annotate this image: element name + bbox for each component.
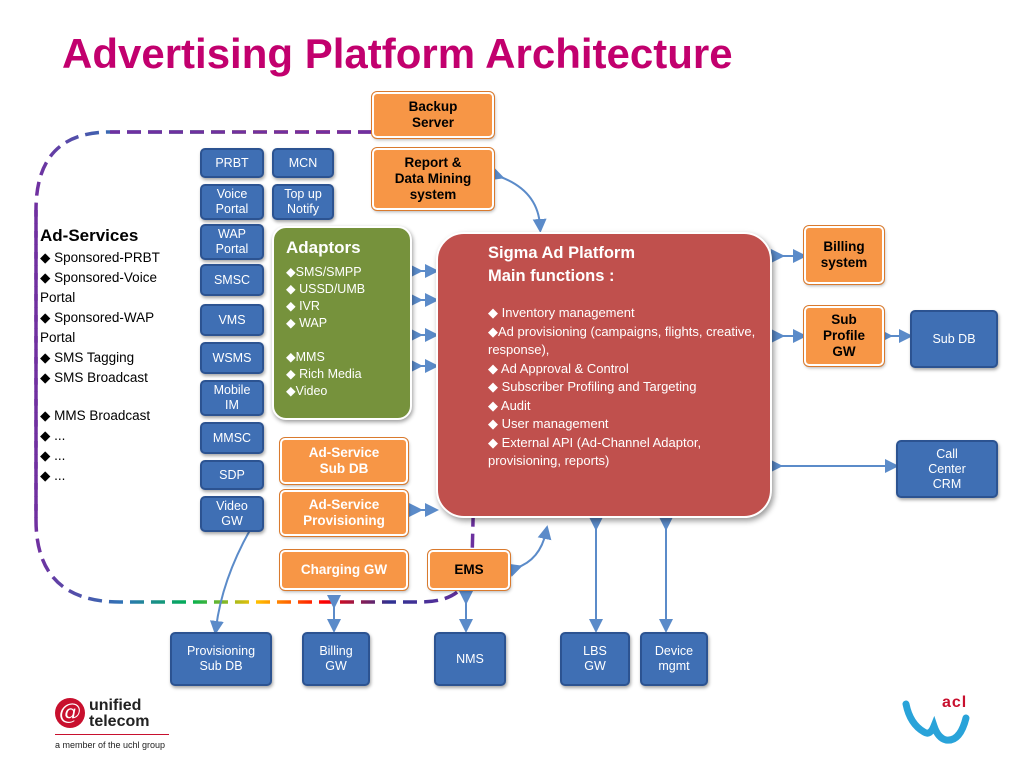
ad-service-item: ◆ Sponsored-PRBT (40, 250, 160, 265)
ad-services-list: Ad-Services ◆ Sponsored-PRBT ◆ Sponsored… (40, 226, 230, 486)
channel-vms: VMS (200, 304, 264, 336)
acl-logo: acl (900, 694, 984, 754)
platform-function: ◆ Ad Approval & Control (488, 360, 629, 376)
channel-voice-portal: Voice Portal (200, 184, 264, 220)
adaptor-item: ◆SMS/SMPP (286, 265, 362, 279)
ad-service-item: ◆ ... (40, 428, 66, 443)
logo-line2: telecom (89, 713, 150, 730)
backup-server-box: Backup Server (371, 91, 495, 139)
platform-function: ◆ Inventory management (488, 305, 635, 320)
call-center-crm-box: Call Center CRM (896, 440, 998, 498)
channel-wap-portal: WAP Portal (200, 224, 264, 260)
report-data-mining-box: Report & Data Mining system (371, 147, 495, 211)
channel-wsms: WSMS (200, 342, 264, 374)
nms-box: NMS (434, 632, 506, 686)
sub-profile-gw-box: Sub Profile GW (803, 305, 885, 367)
page-title: Advertising Platform Architecture (62, 30, 733, 77)
platform-function: ◆ Audit (488, 397, 531, 413)
ad-service-item: ◆ ... (40, 448, 66, 463)
ad-services-heading: Ad-Services (40, 226, 139, 245)
acl-swoosh-icon (902, 700, 970, 744)
platform-function: ◆ External API (Ad-Channel Adaptor, prov… (488, 434, 702, 469)
logo-rule (55, 734, 169, 735)
platform-subheading: Main functions : (488, 267, 615, 285)
adaptors-heading: Adaptors (286, 238, 361, 257)
acl-logo-text: acl (942, 694, 968, 711)
channel-mmsc: MMSC (200, 422, 264, 454)
at-sign-icon: @ (55, 698, 85, 728)
adaptor-arrows (209, 167, 913, 635)
ad-service-item: ◆ Sponsored-Voice Portal (40, 270, 157, 305)
channel-mcn: MCN (272, 148, 334, 178)
device-mgmt-box: Device mgmt (640, 632, 708, 686)
logo-line1: unified (89, 697, 142, 714)
ad-service-sub-db-box: Ad-Service Sub DB (279, 437, 409, 485)
channel-sdp: SDP (200, 460, 264, 490)
platform-function: ◆ Subscriber Profiling and Targeting (488, 379, 697, 394)
adaptor-item: ◆ USSD/UMB (286, 282, 366, 296)
ad-service-item: ◆ SMS Broadcast (40, 370, 148, 385)
provisioning-sub-db-box: Provisioning Sub DB (170, 632, 272, 686)
ad-service-item: ◆ MMS Broadcast (40, 408, 151, 423)
platform-heading: Sigma Ad Platform (488, 244, 635, 262)
ad-service-item: ◆ ... (40, 468, 66, 483)
adaptor-item: ◆ Rich Media (286, 367, 362, 381)
adaptor-item: ◆Video (286, 384, 328, 398)
platform-function: ◆ User management (488, 416, 609, 431)
adaptor-item: ◆ IVR (286, 299, 320, 313)
sub-db-box: Sub DB (910, 310, 998, 368)
charging-gw-box: Charging GW (279, 549, 409, 591)
channel-video-gw: Video GW (200, 496, 264, 532)
ad-service-item: ◆ Sponsored-WAP Portal (40, 310, 155, 345)
billing-gw-box: Billing GW (302, 632, 370, 686)
logo-tagline: a member of the uchl group (55, 740, 166, 750)
ad-service-provisioning-box: Ad-Service Provisioning (279, 489, 409, 537)
ems-box: EMS (427, 549, 511, 591)
sigma-ad-platform-box: Sigma Ad Platform Main functions : ◆ Inv… (436, 232, 772, 518)
channel-mobile-im: Mobile IM (200, 380, 264, 416)
channel-smsc: SMSC (200, 264, 264, 296)
ad-service-item: ◆ SMS Tagging (40, 350, 135, 365)
unified-telecom-logo: @ unified telecom a member of the uchl g… (55, 698, 175, 758)
billing-system-box: Billing system (803, 225, 885, 285)
channel-topup-notify: Top up Notify (272, 184, 334, 220)
adaptor-item: ◆ WAP (286, 316, 328, 330)
adaptors-box: Adaptors ◆SMS/SMPP ◆ USSD/UMB ◆ IVR ◆ WA… (272, 226, 412, 420)
lbs-gw-box: LBS GW (560, 632, 630, 686)
adaptor-item (286, 332, 398, 349)
platform-function: ◆Ad provisioning (campaigns, flights, cr… (488, 323, 756, 358)
adaptor-item: ◆MMS (286, 350, 325, 364)
channel-prbt: PRBT (200, 148, 264, 178)
